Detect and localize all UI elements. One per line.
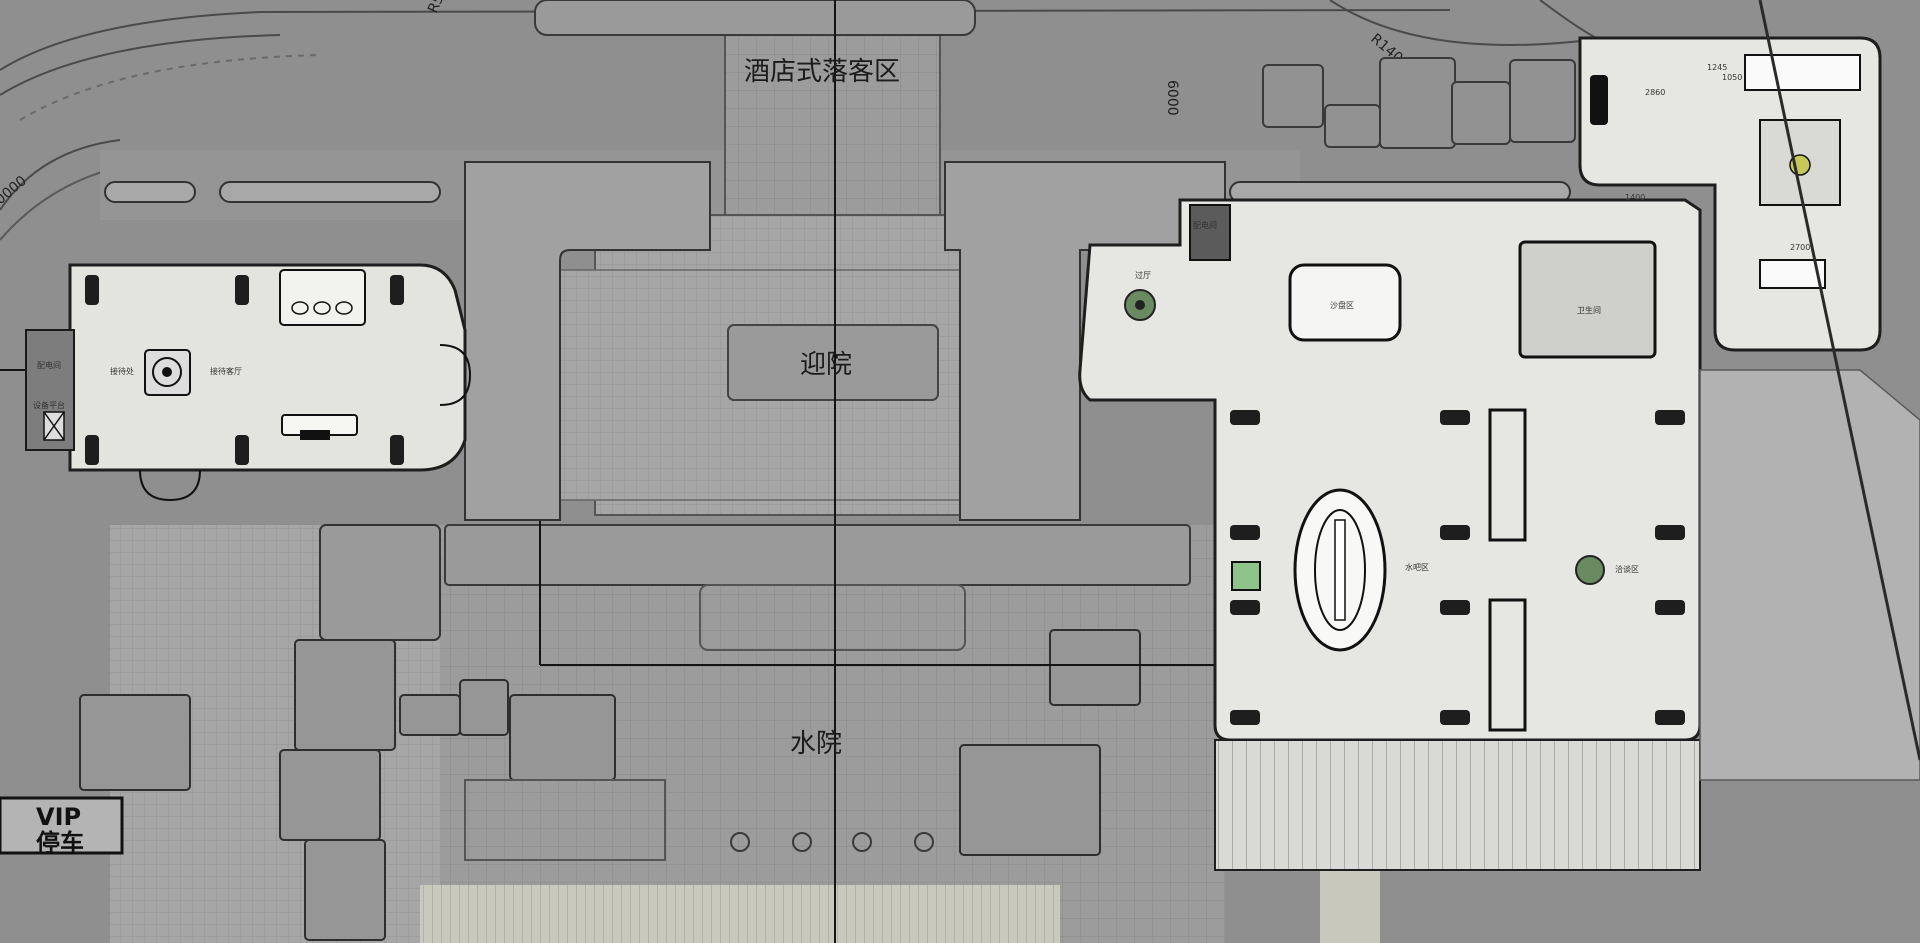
restroom-block [1518,240,1657,359]
water-court-blocks [79,629,1141,941]
west-pavilion: 配电间 设备平台 接待客厅 接待处 [25,263,471,501]
dim-1400: 1400 [1625,193,1645,202]
plant-pot-2 [1575,555,1605,585]
stepping-circles [730,832,934,852]
span-dimension: 6000 [1164,80,1180,116]
court-platform [727,324,939,401]
vip-parking-label: 停车 [36,829,84,857]
vip-parking: VIP 停车 [0,796,124,857]
water-court-label: 水院 [790,729,842,759]
vip-label: VIP [36,803,81,831]
main-pavilion: 配电间 过厅 沙盘区 卫生间 水吧区 洽谈区 [1078,198,1702,871]
lounge-label: 接待客厅 [210,366,242,376]
office-wing: 1245 1050 2860 1400 2700 [1578,36,1882,352]
reception-label: 接待处 [110,366,134,376]
top-right-planters [1262,57,1576,149]
dim-1050: 1050 [1722,73,1742,82]
dim-2700: 2700 [1790,243,1810,252]
road-curves [0,0,1601,241]
electrical-room-label: 配电间 [37,360,61,370]
boundary-line [1758,0,1920,761]
restroom-label: 卫生间 [1577,305,1601,315]
top-planter [534,0,976,36]
water-court-path [464,779,666,861]
south-boardwalk [420,885,1060,943]
welcome-court-label: 迎院 [800,350,852,380]
flanking-planters [464,161,1226,521]
dropoff-zone-label: 酒店式落客区 [744,57,900,87]
main-electrical-label: 配电间 [1193,220,1217,230]
negotiation-label: 洽谈区 [1615,564,1639,574]
water-bar-label: 水吧区 [1405,562,1429,572]
long-step [444,524,1191,586]
east-terrace [1699,369,1920,781]
court-pool-outline [699,584,966,651]
planter-block [319,524,441,641]
dim-1245: 1245 [1707,63,1727,72]
sand-table [1288,263,1402,342]
south-walk [1320,860,1380,943]
dim-2860: 2860 [1645,88,1665,97]
sand-table-label: 沙盘区 [1330,300,1354,310]
sofa-set [279,269,366,326]
front-deck [1214,739,1701,871]
equipment-platform-label: 设备平台 [33,400,65,410]
hall-label: 过厅 [1135,270,1151,280]
